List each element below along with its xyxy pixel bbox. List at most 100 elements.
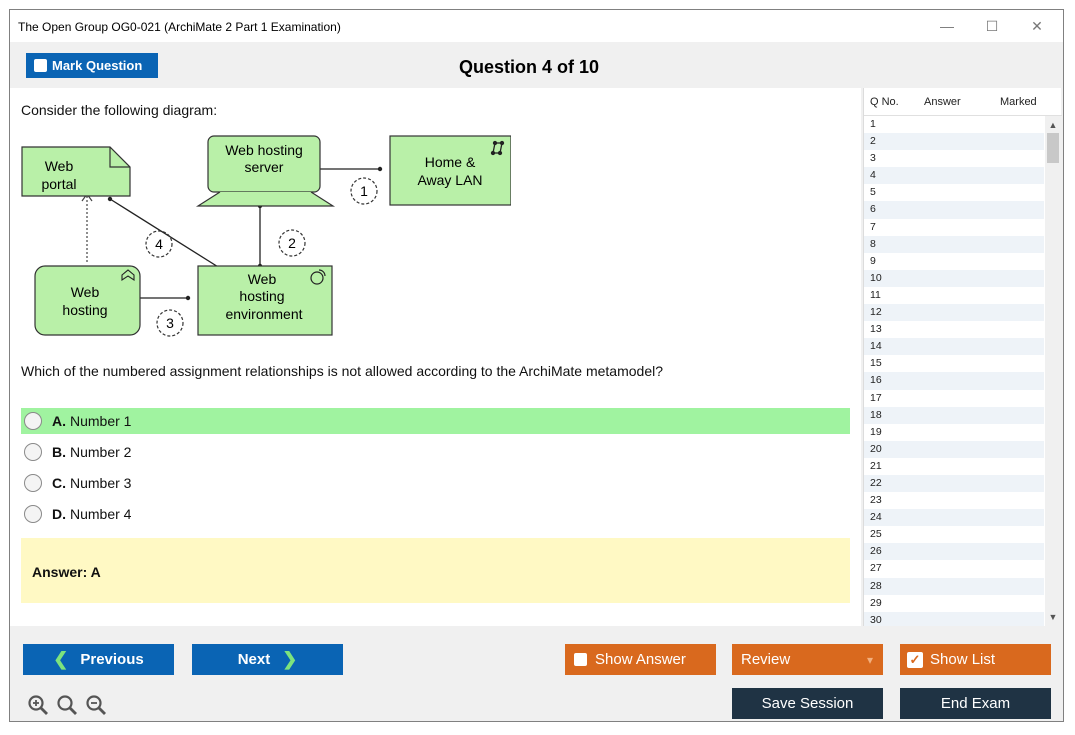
web-portal-line-2: portal	[41, 176, 76, 192]
scroll-up-icon[interactable]: ▲	[1048, 120, 1058, 130]
answer-column-header: Answer	[924, 96, 961, 108]
question-list-row[interactable]: 15	[864, 355, 1044, 372]
question-panel: Consider the following diagram: Web port…	[10, 88, 861, 626]
question-list-row[interactable]: 17	[864, 390, 1044, 407]
question-list-number: 19	[870, 425, 882, 438]
option-text: Number 3	[70, 475, 132, 491]
question-list-row[interactable]: 11	[864, 287, 1044, 304]
save-session-button[interactable]: Save Session	[732, 688, 883, 719]
question-list-row[interactable]: 21	[864, 458, 1044, 475]
question-list-number: 6	[870, 203, 876, 216]
question-list-row[interactable]: 18	[864, 406, 1044, 424]
next-label: Next	[237, 651, 271, 668]
question-list-row[interactable]: 26	[864, 543, 1044, 561]
home-lan-line-1: Home &	[425, 154, 476, 170]
web-hosting-env-line-3: environment	[225, 306, 302, 322]
question-list-row[interactable]: 3	[864, 150, 1044, 167]
radio-button[interactable]	[24, 412, 42, 430]
minimize-button[interactable]: —	[940, 18, 954, 34]
previous-button[interactable]: ❮ Previous	[23, 644, 174, 675]
web-portal-line-1: Web	[45, 158, 74, 174]
question-list-row[interactable]: 22	[864, 474, 1044, 493]
chevron-left-icon: ❮	[53, 649, 69, 669]
web-hosting-environment	[197, 265, 333, 336]
question-list-row[interactable]: 23	[864, 492, 1044, 509]
question-list-row[interactable]: 27	[864, 560, 1044, 577]
radio-button[interactable]	[24, 443, 42, 461]
mark-question-button[interactable]: Mark Question	[26, 53, 158, 78]
marked-column-header: Marked	[1000, 96, 1037, 108]
scroll-down-icon[interactable]: ▼	[1048, 612, 1058, 622]
review-dropdown[interactable]: Review ▾	[732, 644, 883, 675]
zoom-out-icon[interactable]	[85, 694, 107, 716]
web-hosting-service	[34, 265, 141, 336]
question-list-row[interactable]: 1	[864, 116, 1044, 133]
question-list-row[interactable]: 29	[864, 595, 1044, 612]
question-list-number: 3	[870, 152, 876, 165]
end-exam-button[interactable]: End Exam	[900, 688, 1051, 719]
question-header: Mark Question Question 4 of 10	[10, 42, 1063, 88]
qno-column-header: Q No.	[870, 96, 899, 108]
option-letter: B.	[52, 444, 66, 460]
question-list-row[interactable]: 8	[864, 235, 1044, 253]
option-letter: D.	[52, 506, 66, 522]
question-intro: Consider the following diagram:	[21, 102, 218, 118]
web-hosting-server-line-1: Web hosting	[225, 142, 303, 158]
close-button[interactable]: ✕	[1031, 18, 1043, 34]
question-list-number: 5	[870, 186, 876, 199]
home-away-lan-network	[389, 135, 511, 206]
question-list-row[interactable]: 30	[864, 611, 1044, 629]
relationship-label-4: 4	[155, 236, 163, 252]
question-list-row[interactable]: 28	[864, 577, 1044, 595]
maximize-button[interactable]: ☐	[985, 18, 999, 34]
show-list-button[interactable]: ✓ Show List	[900, 644, 1051, 675]
question-list-scrollbar[interactable]: ▲ ▼	[1045, 116, 1061, 626]
show-answer-button[interactable]: Show Answer	[565, 644, 716, 675]
question-list-row[interactable]: 2	[864, 133, 1044, 151]
web-hosting-server-line-2: server	[245, 159, 284, 175]
option-text: Number 2	[70, 444, 132, 460]
question-list-row[interactable]: 7	[864, 219, 1044, 236]
question-list-row[interactable]: 19	[864, 424, 1044, 441]
question-list-row[interactable]: 13	[864, 321, 1044, 338]
question-list-row[interactable]: 10	[864, 269, 1044, 287]
answer-option-c[interactable]: C. Number 3	[21, 470, 850, 496]
exam-window: The Open Group OG0-021 (ArchiMate 2 Part…	[9, 9, 1064, 722]
question-list-number: 15	[870, 357, 882, 370]
question-list-number: 7	[870, 220, 876, 233]
answer-option-a[interactable]: A. Number 1	[21, 408, 850, 434]
question-list-row[interactable]: 6	[864, 201, 1044, 219]
question-list-number: 17	[870, 391, 882, 404]
question-list-row[interactable]: 16	[864, 372, 1044, 390]
answer-option-b[interactable]: B. Number 2	[21, 439, 850, 465]
question-list-header: Q No. Answer Marked	[864, 88, 1062, 116]
question-list-number: 8	[870, 237, 876, 250]
next-button[interactable]: Next ❯	[192, 644, 343, 675]
question-list-row[interactable]: 14	[864, 338, 1044, 356]
question-list-number: 1	[870, 118, 876, 130]
question-list-number: 30	[870, 613, 882, 626]
question-list-row[interactable]: 24	[864, 509, 1044, 527]
question-list-number: 22	[870, 476, 882, 489]
archimate-diagram: Web portal Web hosting server Home & Awa…	[21, 135, 511, 337]
radio-button[interactable]	[24, 505, 42, 523]
question-list-row[interactable]: 9	[864, 253, 1044, 270]
zoom-in-icon[interactable]	[27, 694, 49, 716]
question-list-number: 26	[870, 545, 882, 558]
question-list-row[interactable]: 4	[864, 167, 1044, 185]
question-list-number: 4	[870, 169, 876, 182]
zoom-reset-icon[interactable]	[56, 694, 78, 716]
question-list-number: 18	[870, 408, 882, 421]
question-list-row[interactable]: 25	[864, 526, 1044, 543]
question-list-row[interactable]: 5	[864, 184, 1044, 201]
scroll-thumb[interactable]	[1047, 133, 1059, 163]
question-list-number: 10	[870, 271, 882, 284]
question-list-number: 12	[870, 306, 882, 319]
question-list-number: 29	[870, 596, 882, 609]
question-list-row[interactable]: 12	[864, 304, 1044, 322]
question-list-row[interactable]: 20	[864, 440, 1044, 458]
web-hosting-env-line-1: Web	[248, 271, 277, 287]
answer-option-d[interactable]: D. Number 4	[21, 501, 850, 527]
radio-button[interactable]	[24, 474, 42, 492]
